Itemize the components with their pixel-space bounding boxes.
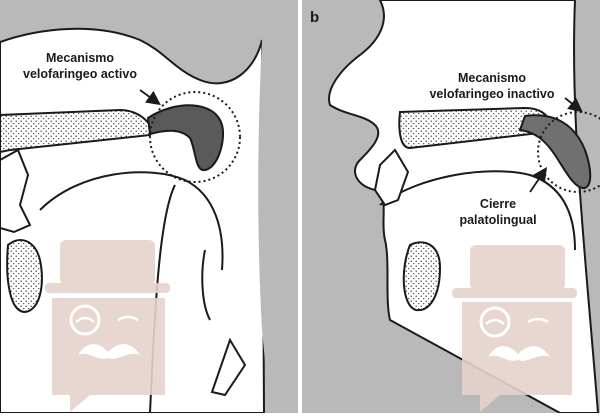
- panel-b-letter: b: [310, 9, 319, 26]
- panel-b-velum: [518, 114, 592, 190]
- panel-b-pharynx-wall: [573, 0, 599, 414]
- panel-b-mandible: [402, 241, 442, 312]
- panel-a-teeth: [0, 148, 32, 234]
- panel-b-watermark-logo-icon: [452, 245, 577, 412]
- panel-a-pharynx-air: [258, 0, 300, 413]
- panel-a-hard-palate: [0, 108, 151, 154]
- panel-a-label-line1: Mecanismo: [46, 51, 114, 65]
- panel-b-closure-line2: palatolingual: [459, 213, 536, 227]
- panel-b-closure-arrow-icon: [529, 167, 548, 193]
- panel-b-dotted-circle-icon: [537, 111, 600, 193]
- panel-a-epiglottis: [201, 249, 211, 321]
- panel-b-velum-arrow-icon: [564, 97, 583, 113]
- panel-a-label-line2: velofaringeo activo: [23, 67, 137, 81]
- panel-a-mandible: [6, 239, 43, 314]
- panel-b: b Mecanismo velofaringeo inactivo Cierre…: [302, 0, 600, 414]
- panel-a-velum: [146, 104, 224, 172]
- panel-a-dotted-circle-icon: [149, 91, 241, 183]
- panel-b-closure-line1: Cierre: [480, 197, 516, 211]
- panel-a-watermark-logo-icon: [45, 240, 170, 412]
- panel-b-label-line2: velofaringeo inactivo: [429, 87, 554, 101]
- panel-a: Mecanismo velofaringeo activo: [0, 0, 300, 414]
- panel-a-arrow-icon: [139, 89, 161, 106]
- panel-b-tongue: [379, 170, 576, 251]
- panel-a-larynx: [210, 337, 247, 397]
- panel-b-teeth: [373, 148, 410, 207]
- panel-b-label-line1: Mecanismo: [458, 71, 526, 85]
